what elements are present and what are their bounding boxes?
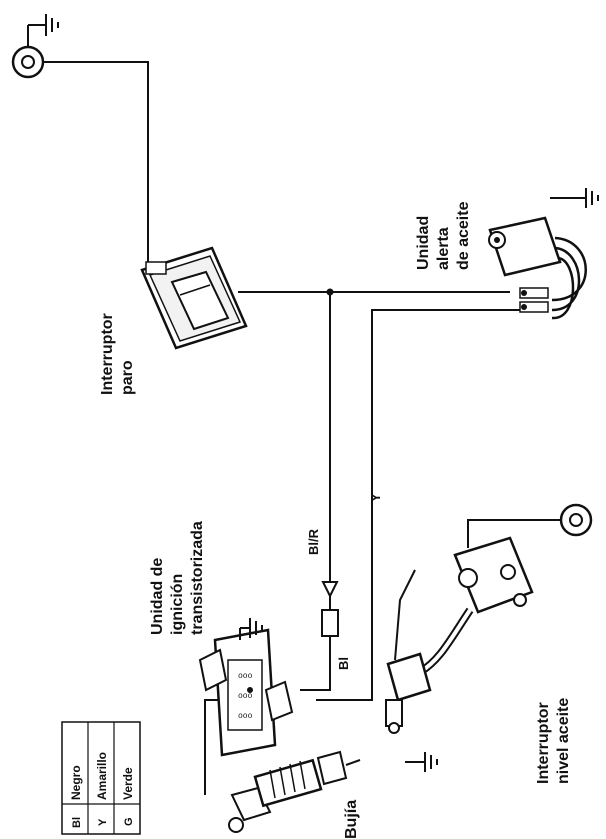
wire-ground-to-stop-switch: [40, 61, 149, 268]
spark-plug: [228, 750, 361, 833]
svg-text:ooo: ooo: [238, 712, 253, 721]
wire-y: [316, 309, 520, 701]
wire-label-bl-r: Bl/R: [306, 528, 321, 555]
legend-code-bl: Bl: [71, 817, 83, 828]
wire-bl-to-ignition: [300, 672, 331, 691]
svg-text:ooo: ooo: [238, 692, 253, 701]
wires: [40, 61, 560, 795]
stop-switch-label: Interruptor paro: [99, 309, 136, 395]
wire-label-y: Y: [368, 493, 383, 502]
svg-text:ooo: ooo: [238, 672, 253, 681]
junction-dot: [326, 288, 334, 296]
ignition-unit: ooo ooo ooo: [198, 628, 294, 757]
ignition-unit-label: Unidad de ignición transistorizada: [149, 521, 206, 635]
legend-code-g: G: [123, 817, 135, 826]
legend-color-amarillo: Amarillo: [95, 752, 109, 800]
ground-icon-oil-alert: [550, 188, 599, 208]
stop-switch: [140, 246, 248, 350]
ground-icon-ignition: [239, 618, 263, 640]
wire-label-bl: Bl: [336, 657, 351, 670]
wire-oil-level-ground: [467, 519, 560, 548]
wire-connector: [321, 581, 339, 637]
spark-plug-label: Bujía: [343, 800, 360, 839]
oil-level-switch: [385, 536, 534, 734]
ground-icon-top: [27, 14, 59, 47]
legend-code-y: Y: [97, 818, 109, 826]
legend-color-verde: Verde: [121, 767, 135, 800]
legend-color-negro: Negro: [69, 765, 83, 800]
ground-eyelet-oil-level: [559, 503, 593, 537]
oil-level-switch-label: Interruptor nivel aceite: [535, 698, 572, 784]
ground-icon-plug: [405, 752, 438, 772]
oil-alert-unit: [488, 216, 587, 320]
oil-alert-unit-label: Unidad alerta de aceite: [415, 201, 472, 270]
wire-ignition-to-plug: [204, 699, 220, 795]
ground-eyelet-top: [11, 45, 45, 79]
color-legend: Bl Negro Y Amarillo G Verde: [61, 721, 141, 835]
wire-oil-level-to-sensor: [394, 569, 416, 661]
